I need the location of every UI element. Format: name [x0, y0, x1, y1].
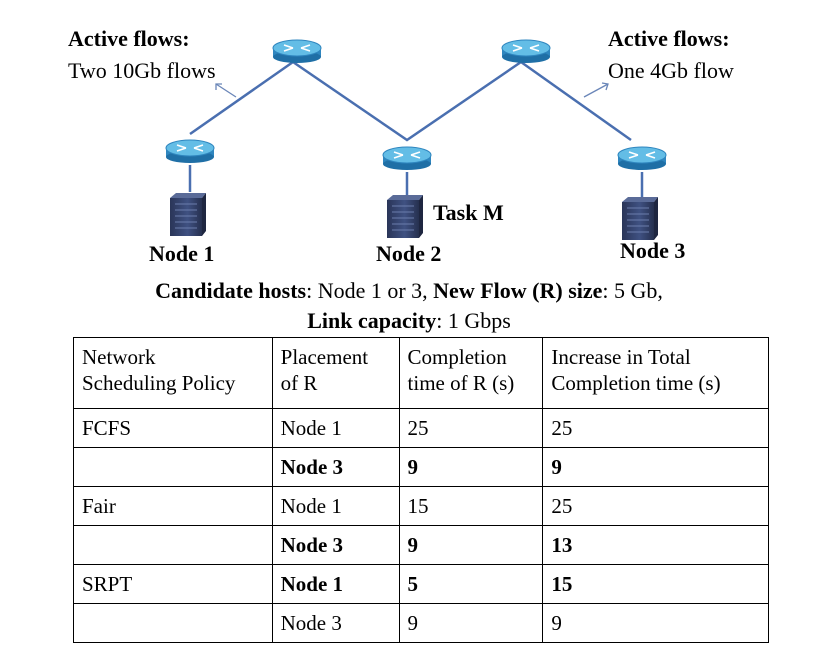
node-label-3: Node 3 [620, 238, 686, 263]
table-row: Node 3 9 13 [73, 525, 769, 565]
header-line: of R [280, 371, 318, 396]
placement-cell: Node 1 [271, 564, 400, 604]
header-line: Increase in Total [551, 345, 691, 369]
policy-cell [73, 447, 273, 487]
flow-value: : 5 Gb, [602, 278, 663, 303]
policy-cell [73, 603, 273, 643]
increase-cell: 25 [542, 408, 769, 448]
router-icon [501, 39, 551, 64]
header-line: Completion time (s) [551, 371, 721, 396]
table-row: FCFS Node 1 25 25 [73, 408, 769, 448]
header-line: Placement [280, 345, 369, 369]
increase-cell: 25 [542, 486, 769, 526]
table-row: Fair Node 1 15 25 [73, 486, 769, 526]
router-icon [617, 146, 667, 171]
header-line: Network [82, 345, 156, 369]
header-line: Completion [407, 345, 507, 369]
right-note-title: Active flows: [608, 26, 730, 51]
left-note-title: Active flows: [68, 26, 190, 51]
table-row: Node 3 9 9 [73, 603, 769, 643]
network-topology [165, 39, 667, 241]
policy-cell: Fair [73, 486, 273, 526]
completion-cell: 5 [398, 564, 544, 604]
link-value: : 1 Gbps [436, 308, 511, 333]
left-note-text: Two 10Gb flows [68, 58, 216, 83]
completion-cell: 15 [398, 486, 544, 526]
policy-cell: SRPT [73, 564, 273, 604]
router-icon [382, 146, 432, 171]
placement-cell: Node 1 [271, 486, 400, 526]
flow-label: New Flow (R) size [433, 278, 603, 303]
node-label-1: Node 1 [149, 241, 215, 266]
server-icon [169, 192, 207, 237]
router-icon [165, 139, 215, 164]
right-note-text: One 4Gb flow [608, 58, 734, 83]
task-label: Task M [433, 200, 504, 225]
placement-cell: Node 1 [271, 408, 400, 448]
node-label-2: Node 2 [376, 241, 442, 266]
placement-cell: Node 3 [271, 447, 400, 487]
caption-line-2: Link capacity: 1 Gbps [0, 310, 818, 332]
completion-cell: 9 [398, 447, 544, 487]
policy-cell [73, 525, 273, 565]
policy-cell: FCFS [73, 408, 273, 448]
completion-cell: 9 [398, 525, 544, 565]
link-label: Link capacity [307, 308, 437, 333]
caption-line-1: Candidate hosts: Node 1 or 3, New Flow (… [0, 280, 818, 302]
increase-cell: 9 [542, 603, 769, 643]
arrow-icon [215, 83, 237, 98]
hosts-label: Candidate hosts [155, 278, 307, 303]
header-line: Scheduling Policy [82, 371, 236, 396]
server-icon [621, 196, 659, 241]
increase-cell: 9 [542, 447, 769, 487]
placement-cell: Node 3 [271, 525, 400, 565]
header-line: time of R (s) [407, 371, 515, 396]
hosts-value: : Node 1 or 3, [306, 278, 434, 303]
server-icon [386, 194, 424, 239]
increase-cell: 13 [542, 525, 769, 565]
router-icon [272, 39, 322, 64]
increase-cell: 15 [542, 564, 769, 604]
placement-cell: Node 3 [271, 603, 400, 643]
completion-cell: 9 [398, 603, 544, 643]
completion-cell: 25 [398, 408, 544, 448]
link-lines [188, 60, 644, 198]
table-row: SRPT Node 1 5 15 [73, 564, 769, 604]
table-row: Node 3 9 9 [73, 447, 769, 487]
arrow-icon [583, 82, 609, 98]
